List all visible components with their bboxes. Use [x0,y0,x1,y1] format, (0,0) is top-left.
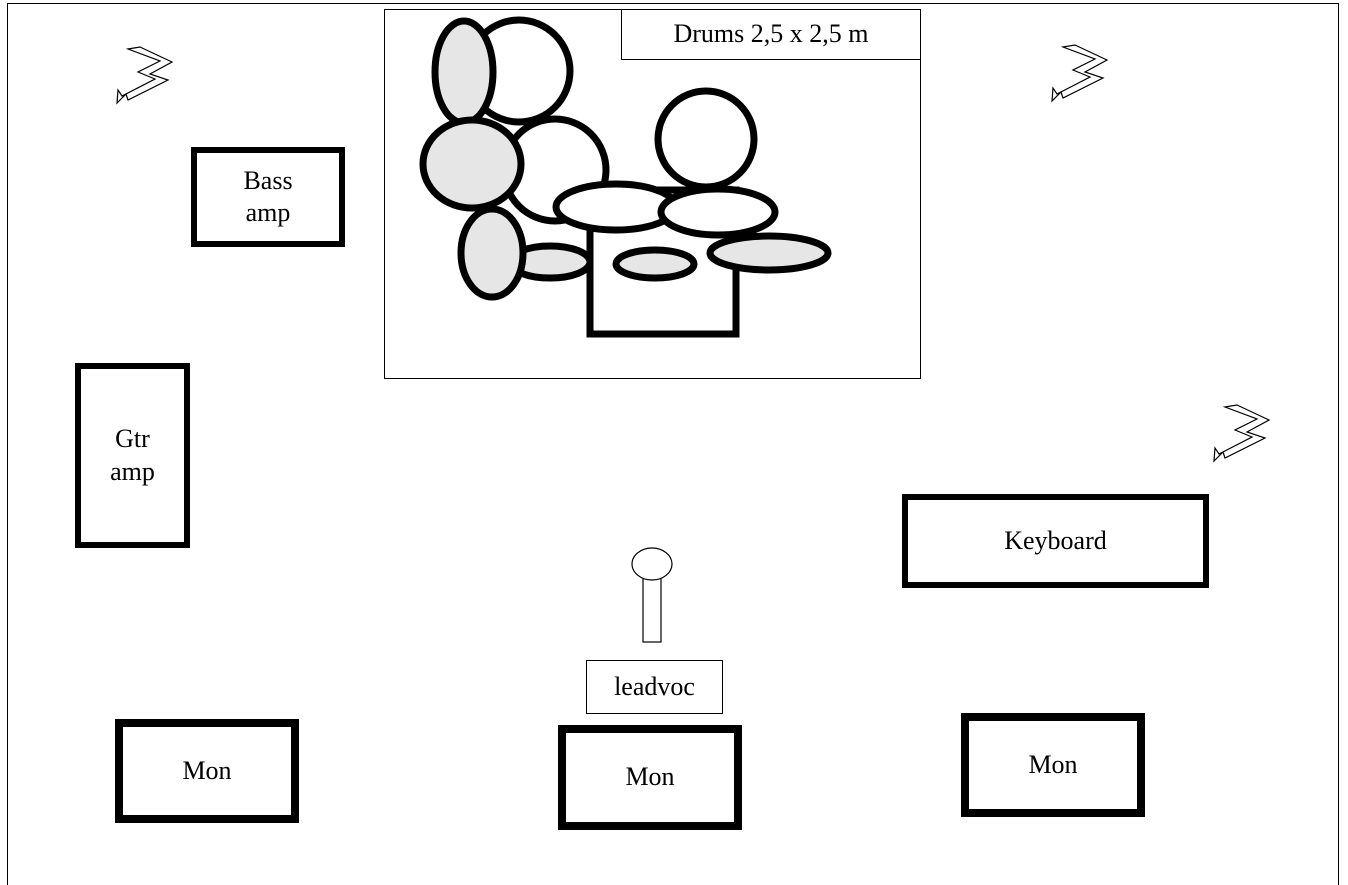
ride [706,232,832,274]
snare-2 [657,185,779,239]
cymbal-crash-left [431,17,497,127]
cymbal-china [419,116,525,212]
keyboard-label: Keyboard [1004,525,1107,555]
gtr-amp-line2: amp [110,456,155,486]
lead-vocal-text: leadvoc [614,671,695,701]
cymbal-low-left [457,205,527,301]
drum-kit-icon [419,16,832,338]
keyboard: Keyboard [902,494,1209,588]
monitor-center-label: Mon [625,762,675,792]
power-outlet-icon [1213,404,1271,463]
monitor-right: Mon [961,713,1145,817]
splash [612,246,698,282]
monitor-left: Mon [115,719,299,823]
snare-1 [552,180,680,234]
stage-outline [7,3,1339,885]
gtr-amp-line1: Gtr [115,424,150,453]
guitar-amp: Gtr amp [75,363,190,548]
floor-tom [654,87,758,191]
lead-vocal-label: leadvoc [586,660,723,714]
monitor-center: Mon [558,725,742,830]
bass-amp-line2: amp [245,198,291,227]
bass-amp: Bass amp [191,147,345,247]
monitor-left-label: Mon [182,755,232,785]
monitor-right-label: Mon [1028,749,1078,779]
power-outlet-icon [116,46,174,105]
drums-label: Drums 2,5 x 2,5 m [621,9,921,60]
power-outlet-icon [1051,44,1109,103]
drums-label-text: Drums 2,5 x 2,5 m [673,19,869,49]
bass-amp-line1: Bass [243,165,293,195]
microphone-icon [631,547,673,643]
